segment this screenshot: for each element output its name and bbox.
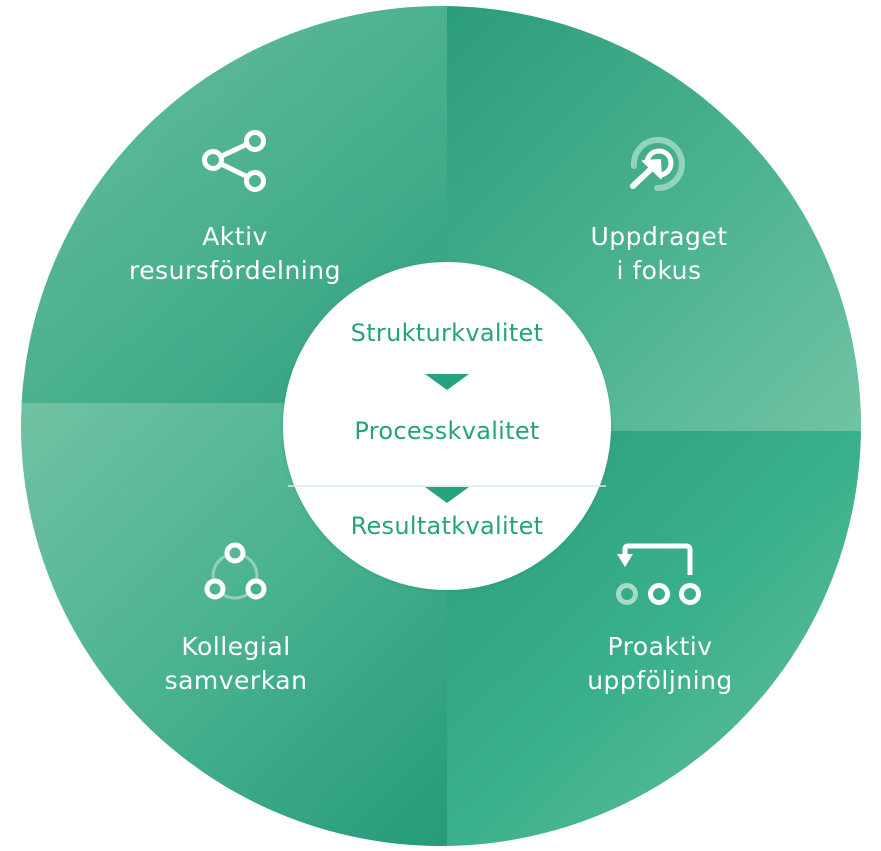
center-step-resultatkvalitet: Resultatkvalitet xyxy=(350,512,544,540)
label-line: Kollegial xyxy=(181,632,291,661)
loop-back-icon xyxy=(616,543,701,605)
down-arrow-icon xyxy=(425,374,469,390)
center-step-strukturkvalitet: Strukturkvalitet xyxy=(350,319,544,347)
center-step-processkvalitet: Processkvalitet xyxy=(354,417,540,445)
center-disc xyxy=(283,262,611,590)
label-proaktiv-uppfoljning: Proaktiv uppföljning xyxy=(510,630,810,698)
label-line: resursfördelning xyxy=(129,256,341,285)
label-line: Proaktiv xyxy=(607,632,713,661)
label-line: Aktiv xyxy=(202,222,268,251)
label-line: Uppdraget xyxy=(590,222,728,251)
label-line: samverkan xyxy=(164,666,308,695)
label-kollegial-samverkan: Kollegial samverkan xyxy=(86,630,386,698)
label-aktiv-resursfordelning: Aktiv resursfördelning xyxy=(85,220,385,288)
cycle-icon xyxy=(204,542,267,600)
down-arrow-icon xyxy=(425,487,469,503)
label-uppdraget-i-fokus: Uppdraget i fokus xyxy=(509,220,809,288)
label-line: i fokus xyxy=(616,256,702,285)
share-icon xyxy=(202,130,266,192)
label-line: uppföljning xyxy=(587,666,733,695)
target-arrow-icon xyxy=(630,137,685,192)
